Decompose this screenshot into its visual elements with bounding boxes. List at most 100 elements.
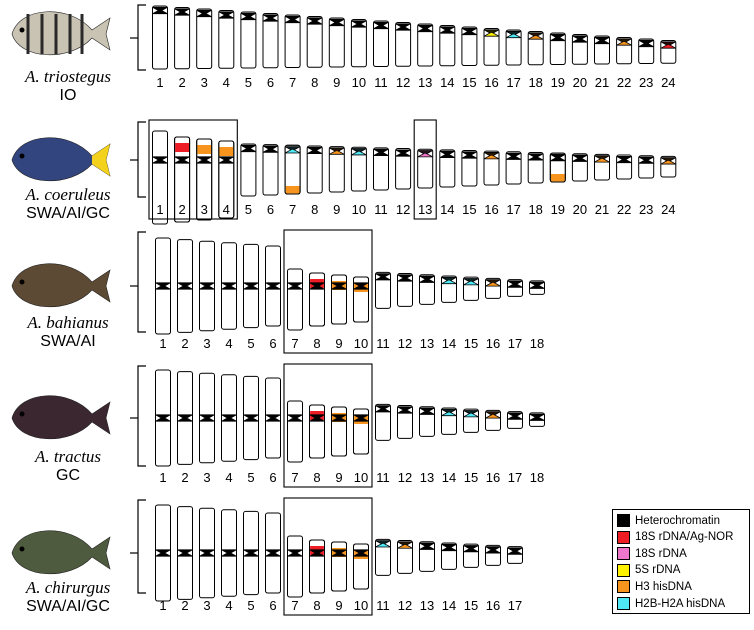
chromosome (616, 37, 633, 65)
legend-label: H2B-H2A hisDNA (635, 597, 726, 610)
chromosome (638, 155, 655, 179)
chromosome-number: 16 (486, 598, 500, 613)
chromosome (463, 276, 479, 301)
chromosome-number: 9 (335, 470, 342, 485)
chromosome (441, 542, 457, 570)
chromosome-number: 19 (551, 202, 565, 217)
chromosome (152, 5, 168, 70)
chromosome-number: 20 (573, 75, 587, 90)
blue-tang-photo (11, 137, 111, 182)
chromosome-number: 17 (506, 75, 520, 90)
chromosome-number: 6 (267, 202, 274, 217)
chromosome-number: 12 (396, 75, 410, 90)
chromosome-number: 22 (617, 75, 631, 90)
chromosome-number: 4 (223, 202, 230, 217)
highlight-box (283, 229, 373, 354)
chromosome-number: 4 (223, 75, 230, 90)
scale-bracket (137, 121, 146, 198)
legend-item: H2B-H2A hisDNA (617, 596, 725, 611)
ocean-surgeon-photo (11, 263, 111, 308)
chromosome (594, 153, 610, 181)
highlight-box (148, 119, 238, 220)
chromosome (483, 28, 500, 66)
chromosome (284, 14, 301, 68)
chromosome-number: 4 (225, 598, 232, 613)
chromosome-number: 8 (313, 598, 320, 613)
chromosome-number: 16 (486, 336, 500, 351)
chromosome-number: 21 (595, 75, 609, 90)
chromosome-number: 2 (181, 470, 188, 485)
chromosome-number: 3 (201, 75, 208, 90)
chromosome (240, 143, 257, 197)
chromosome-number: 9 (333, 202, 340, 217)
chromosome-number: 8 (313, 470, 320, 485)
chromosome-number: 18 (528, 75, 542, 90)
chromosome-number: 8 (311, 75, 318, 90)
chromosome-number: 18 (530, 470, 544, 485)
chromosome-number: 2 (181, 336, 188, 351)
species-name: A. tractus (34, 447, 102, 466)
chromosome-number: 18 (528, 202, 542, 217)
chromosome-number: 7 (291, 470, 298, 485)
highlight-box (413, 119, 437, 220)
chromosome (529, 280, 545, 295)
chromosome-number: 11 (376, 470, 390, 485)
legend-swatch (617, 563, 630, 577)
chromosome (353, 408, 369, 455)
chromosome (350, 19, 367, 68)
chromosome-number: 13 (420, 598, 434, 613)
chromosome (395, 148, 412, 190)
distal-marker-band (285, 186, 300, 194)
legend-swatch (617, 597, 630, 610)
chromosome (397, 273, 413, 307)
chromosome-number: 7 (289, 202, 296, 217)
chromosome-number: 19 (551, 75, 565, 90)
chromosome-number: 21 (595, 202, 609, 217)
chromosome-number: 13 (418, 75, 432, 90)
chromosome (485, 277, 501, 299)
chromosome (309, 539, 325, 594)
chromosome (331, 541, 347, 592)
chromosome-number: 10 (354, 470, 368, 485)
chromosome (284, 144, 301, 195)
chromosome-number: 3 (203, 336, 210, 351)
chromosome (243, 510, 259, 596)
chromosome (439, 25, 456, 67)
scale-bracket (137, 499, 146, 594)
legend-item: H3 hisDNA (617, 579, 692, 594)
chromosome (375, 271, 391, 309)
chromosome (350, 146, 367, 192)
chromosome-number: 10 (352, 202, 366, 217)
chromosome (483, 150, 500, 186)
chromosome-number: 6 (269, 470, 276, 485)
species-name: A. bahianus (27, 313, 109, 332)
chromosome-number: 11 (374, 75, 388, 90)
chromosome (507, 546, 523, 564)
chromosome-number: 14 (440, 75, 454, 90)
chromosome (199, 372, 215, 464)
chromosome (549, 32, 566, 65)
chromosome (331, 406, 347, 457)
chromosome-number: 11 (376, 336, 390, 351)
chromosome (221, 509, 237, 597)
chromosome (594, 35, 610, 65)
chromosome (328, 17, 345, 68)
species-region: GC (56, 467, 80, 484)
chromosome-number: 2 (178, 202, 185, 217)
chromosome (218, 140, 235, 219)
chromosome-number: 5 (247, 598, 254, 613)
legend-label: Heterochromatin (635, 514, 721, 527)
chromosome (461, 150, 478, 187)
chromosome-number: 17 (506, 202, 520, 217)
chromosome (262, 13, 279, 69)
chromosome (262, 144, 279, 196)
legend-swatch (617, 547, 630, 561)
chromosome (221, 374, 237, 462)
chromosome (527, 31, 544, 66)
chromosome (441, 275, 457, 303)
chromosome-number: 9 (335, 336, 342, 351)
chromosome-number: 23 (639, 75, 653, 90)
